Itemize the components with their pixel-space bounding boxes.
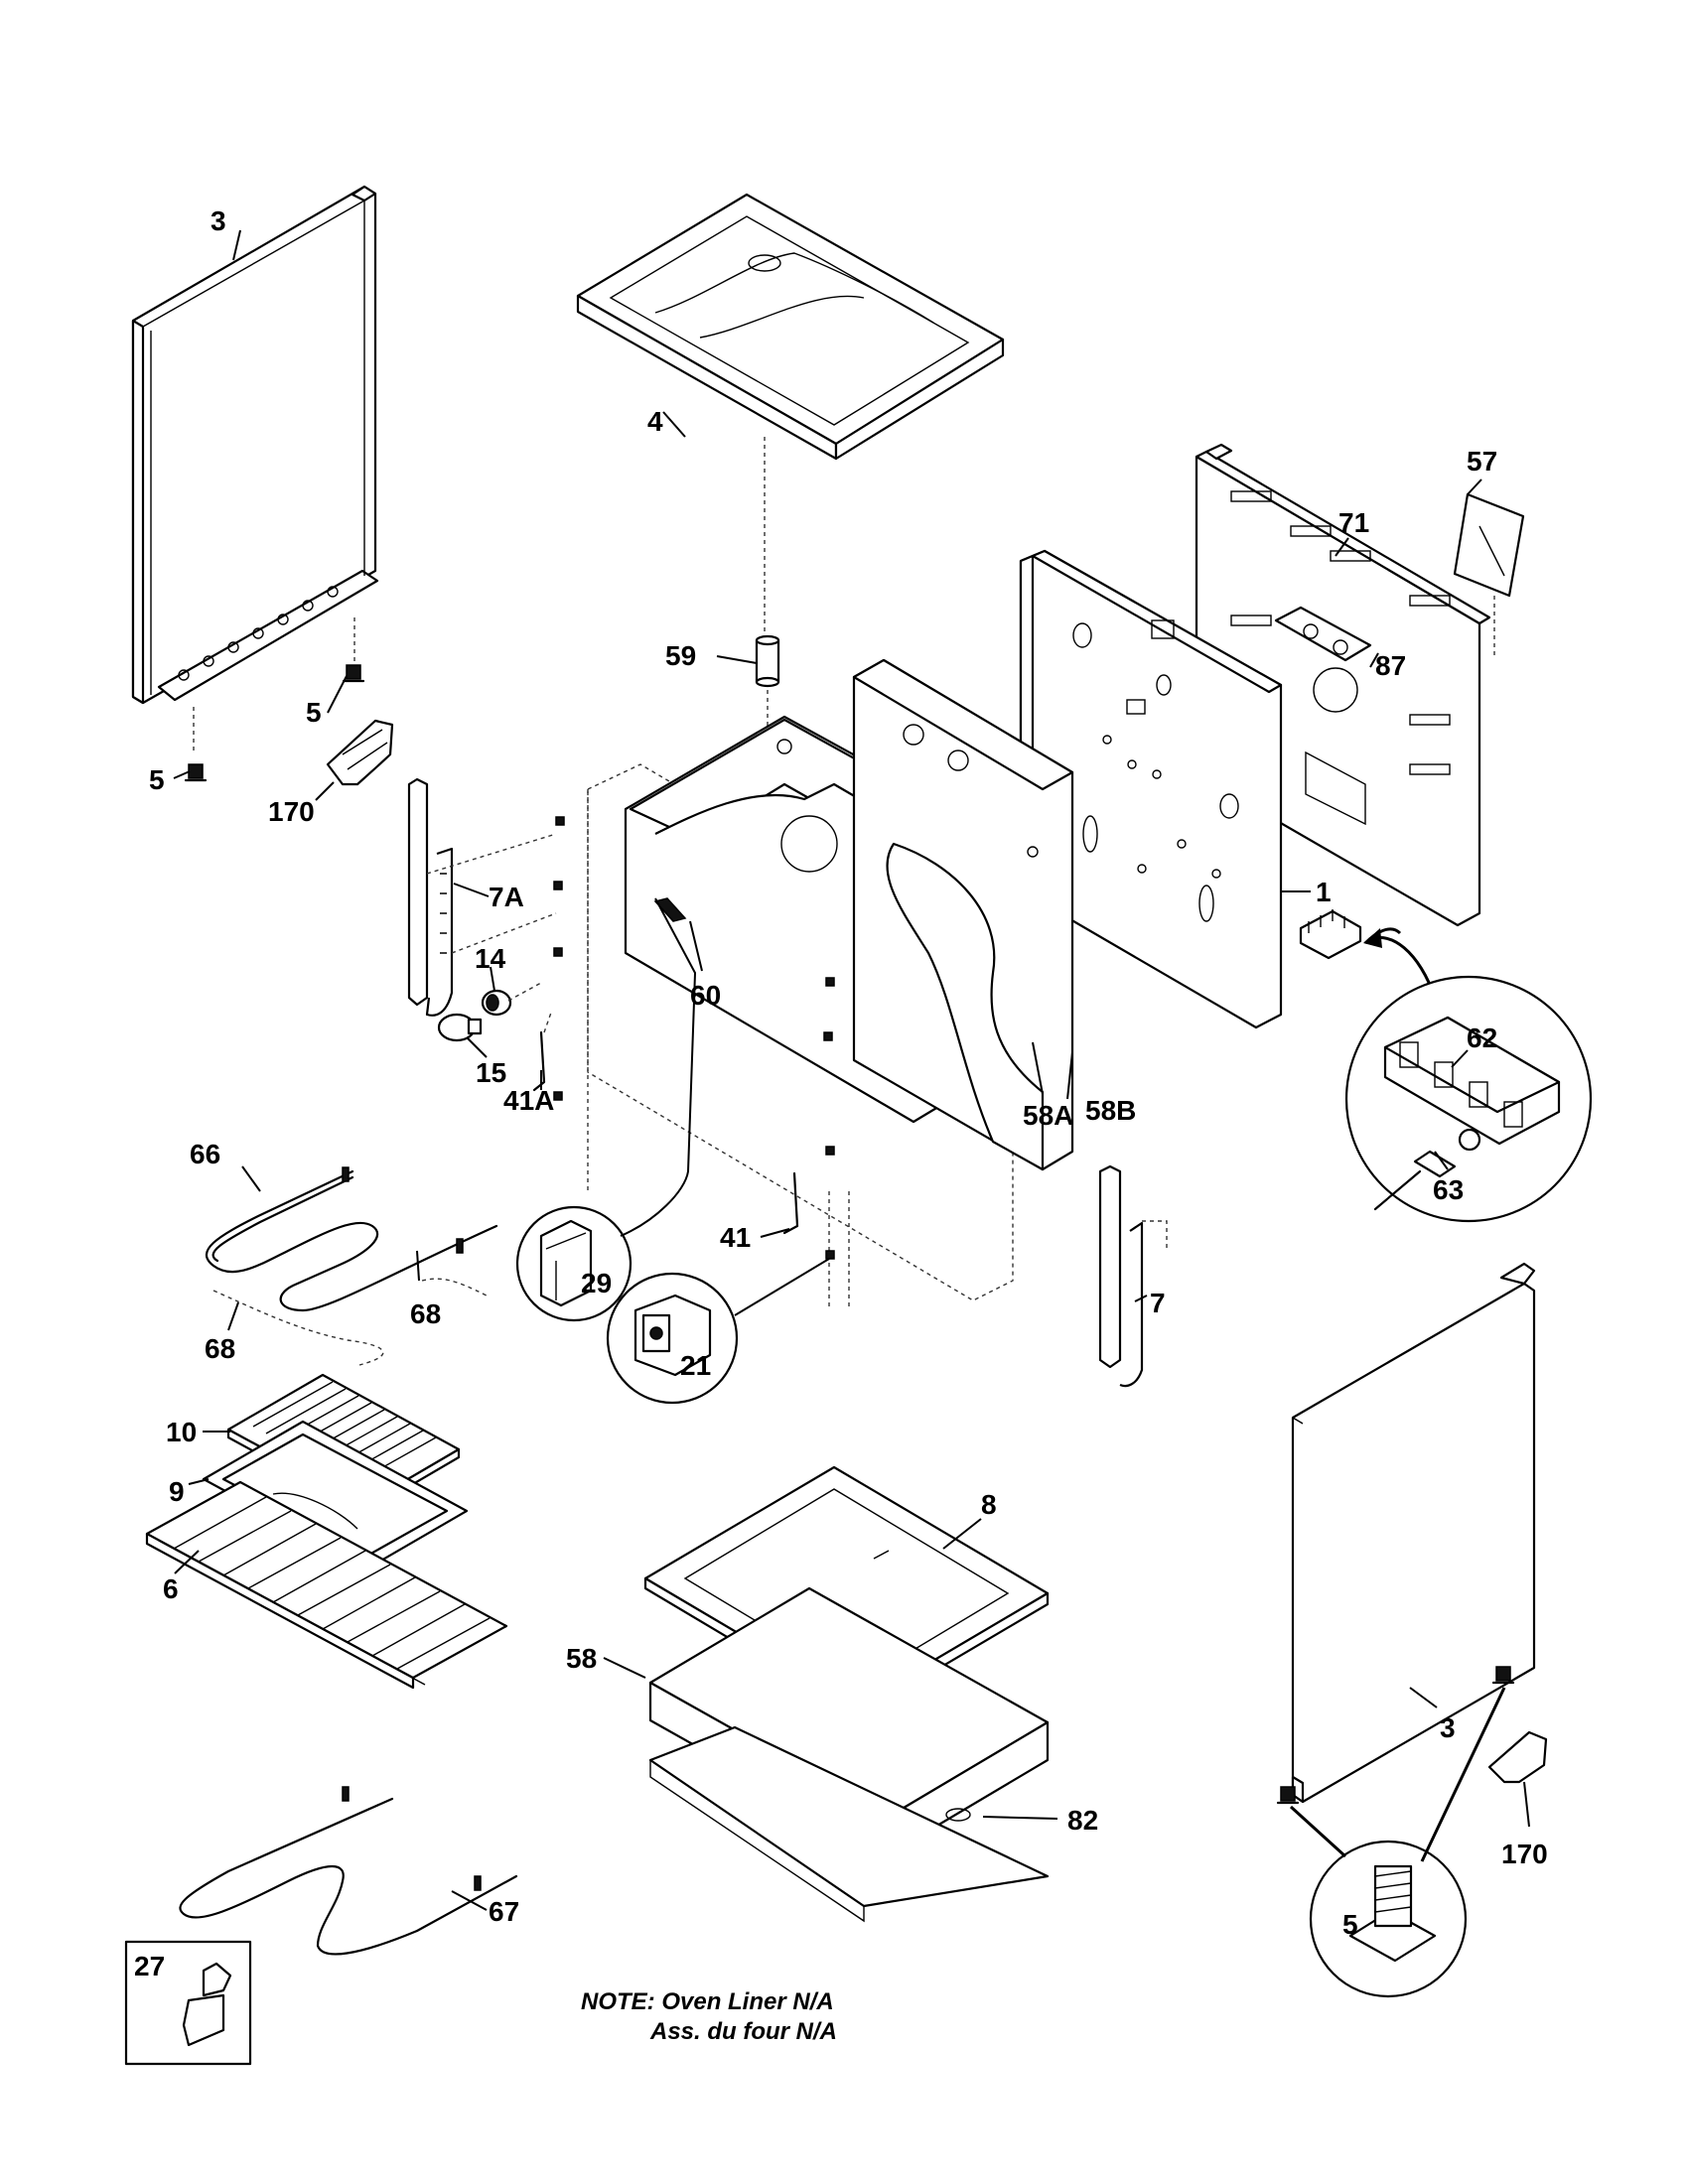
lamp-bulb[interactable] bbox=[437, 1013, 483, 1042]
label-cover: 57 bbox=[1467, 446, 1497, 477]
leader-21 bbox=[734, 1258, 830, 1316]
label-terminal-screw: 63 bbox=[1433, 1174, 1464, 1205]
label-terminal-block: 62 bbox=[1467, 1023, 1497, 1053]
label-broiler-grid: 10 bbox=[166, 1417, 197, 1447]
label-insulation-b: 58B bbox=[1085, 1095, 1136, 1126]
label-hinge-left: 7A bbox=[489, 882, 524, 912]
top-panel[interactable] bbox=[576, 193, 1005, 635]
wire-68-right[interactable] bbox=[421, 1278, 488, 1297]
label-rack-stop: 60 bbox=[690, 980, 721, 1011]
label-leveler-detail: 5 bbox=[1342, 1909, 1358, 1940]
label-leveler-a: 5 bbox=[306, 697, 322, 728]
leveler-screw-a[interactable] bbox=[342, 664, 365, 683]
leader-5-right bbox=[1420, 1687, 1506, 1862]
label-wire-68-b: 68 bbox=[410, 1298, 441, 1329]
label-oven-rack: 6 bbox=[163, 1573, 179, 1604]
label-plate: 87 bbox=[1375, 650, 1406, 681]
terminal-block-detail[interactable] bbox=[1344, 975, 1593, 1223]
frame-screws bbox=[553, 816, 835, 1260]
label-leveler-bracket-left: 170 bbox=[268, 796, 315, 827]
spacer[interactable] bbox=[755, 634, 780, 754]
label-bracket-27: 27 bbox=[134, 1951, 165, 1981]
label-insulation-a: 58A bbox=[1023, 1100, 1073, 1131]
label-rack-support-41: 41 bbox=[720, 1222, 751, 1253]
rack-support-41[interactable] bbox=[782, 1171, 799, 1235]
leveler-screw-d[interactable] bbox=[1276, 1786, 1300, 1805]
wire-68-lower[interactable] bbox=[212, 1290, 384, 1366]
label-bottom-cover: 82 bbox=[1067, 1805, 1098, 1836]
broil-element[interactable] bbox=[206, 1166, 498, 1312]
part-labels: 3 4 5 5 170 7A 14 15 41A 60 59 71 57 87 … bbox=[134, 205, 1548, 1981]
hinge-right[interactable] bbox=[1098, 1164, 1168, 1388]
leader-lines bbox=[173, 229, 1530, 1911]
oven-rack[interactable] bbox=[145, 1480, 508, 1690]
leader-5-left bbox=[1289, 1805, 1347, 1858]
label-top-panel: 4 bbox=[647, 406, 663, 437]
bottom-cover[interactable] bbox=[648, 1725, 1050, 1923]
label-rack-support-left: 41A bbox=[503, 1085, 554, 1116]
arrow-head-62 bbox=[1363, 928, 1382, 948]
label-hinge-right: 7 bbox=[1150, 1288, 1166, 1318]
label-bottom-insulation: 58 bbox=[566, 1643, 597, 1674]
hinge-left[interactable] bbox=[407, 777, 557, 1017]
label-spacer: 59 bbox=[665, 640, 696, 671]
clip-29-detail[interactable] bbox=[515, 1205, 633, 1322]
label-broiler-pan: 9 bbox=[169, 1476, 185, 1507]
bracket-27-box[interactable] bbox=[124, 1940, 252, 2066]
leader-29 bbox=[620, 897, 697, 1237]
rack-stop[interactable] bbox=[653, 897, 687, 922]
label-lamp-socket: 14 bbox=[475, 943, 506, 974]
label-bake-element: 67 bbox=[489, 1896, 519, 1927]
leveler-bracket-right[interactable] bbox=[1487, 1730, 1548, 1784]
label-leveler-bracket-right: 170 bbox=[1501, 1839, 1548, 1869]
label-clip-21: 21 bbox=[680, 1350, 711, 1381]
label-back-panel: 71 bbox=[1338, 507, 1369, 538]
cover-plate[interactable] bbox=[1453, 492, 1525, 655]
label-clip-29: 29 bbox=[581, 1268, 612, 1298]
label-wire-68-a: 68 bbox=[205, 1333, 235, 1364]
side-panel-left[interactable] bbox=[131, 185, 379, 754]
label-side-panel-left: 3 bbox=[211, 205, 226, 236]
label-broil-element: 66 bbox=[190, 1139, 220, 1169]
label-lamp-bulb: 15 bbox=[476, 1057, 506, 1088]
lamp-socket[interactable] bbox=[481, 982, 542, 1017]
label-leveler-b: 5 bbox=[149, 764, 165, 795]
rack-support-left[interactable] bbox=[532, 1012, 552, 1092]
leveler-screw-c[interactable] bbox=[1491, 1666, 1515, 1685]
label-bottom-panel: 8 bbox=[981, 1489, 997, 1520]
terminal-block-small[interactable] bbox=[1299, 909, 1362, 960]
mounting-plate[interactable] bbox=[1274, 606, 1372, 662]
side-panel-right[interactable] bbox=[1291, 1262, 1536, 1804]
leveler-detail[interactable] bbox=[1309, 1840, 1468, 1998]
leveler-bracket-left[interactable] bbox=[326, 719, 394, 786]
clip-21-detail[interactable] bbox=[606, 1272, 739, 1405]
back-wall[interactable] bbox=[1019, 549, 1283, 1029]
front-insulation-58b[interactable] bbox=[852, 658, 1074, 1171]
label-side-panel-right: 3 bbox=[1440, 1712, 1456, 1743]
note-line-1: NOTE: Oven Liner N/A bbox=[581, 1988, 834, 2015]
bake-element[interactable] bbox=[179, 1786, 518, 1956]
note-line-2: Ass. du four N/A bbox=[649, 2018, 837, 2045]
label-back-wall: 1 bbox=[1316, 877, 1332, 907]
note-block: NOTE: Oven Liner N/A Ass. du four N/A bbox=[581, 1988, 837, 2045]
